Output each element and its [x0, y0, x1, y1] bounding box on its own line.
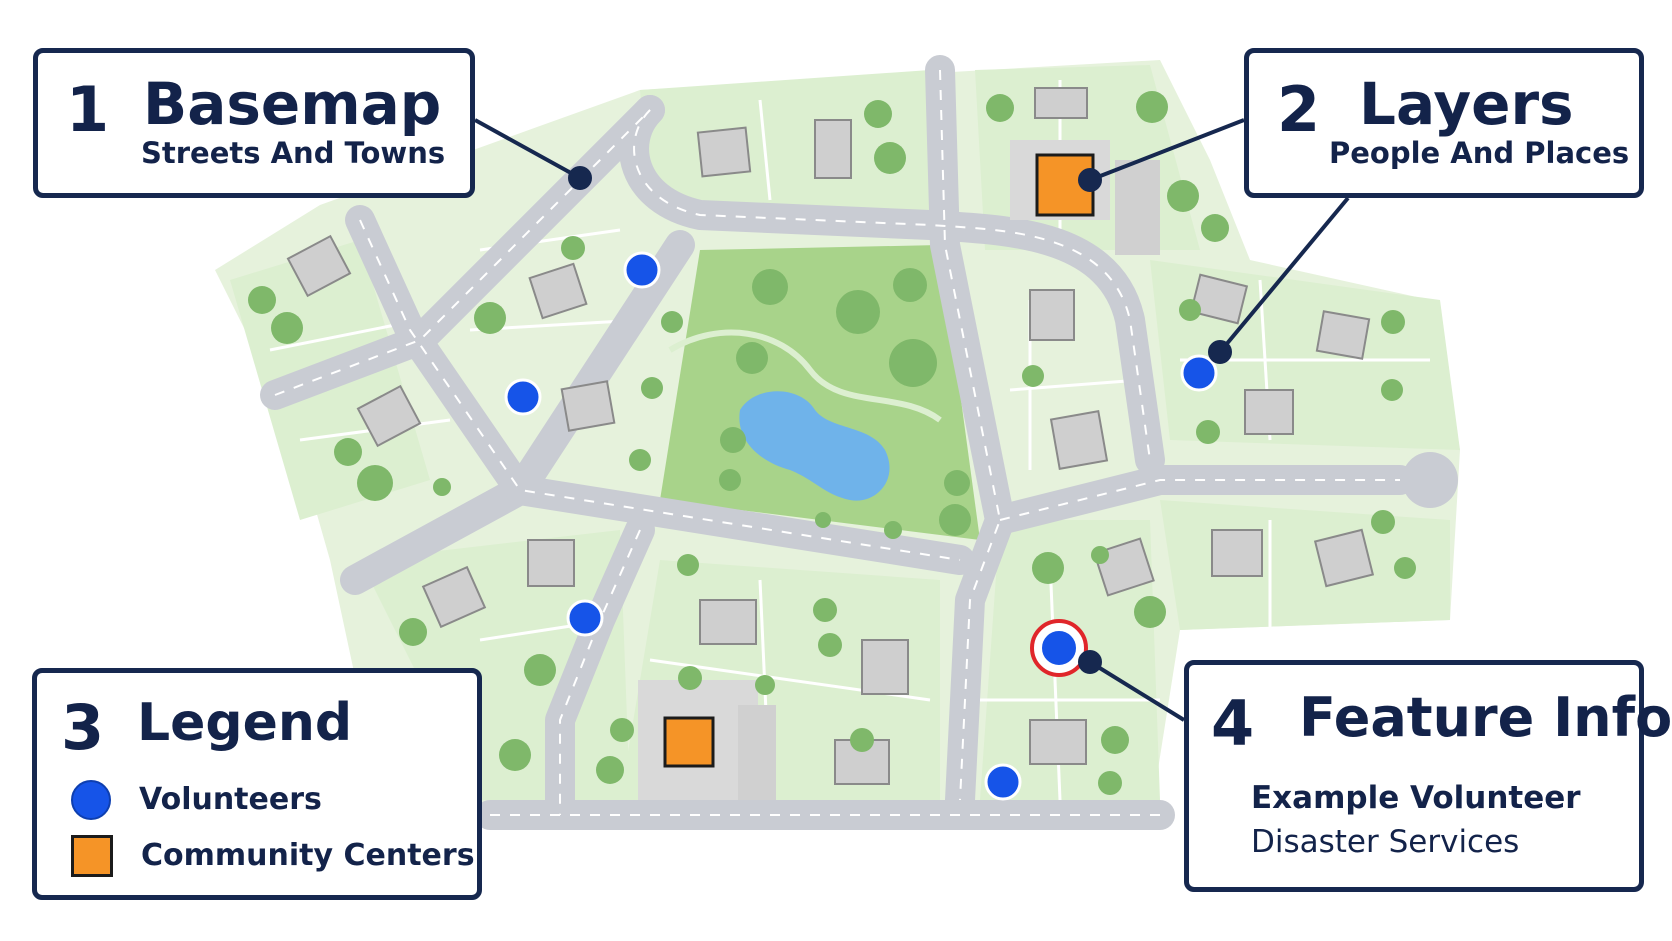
trees — [248, 91, 1416, 795]
layers-subtitle: People And Places — [1329, 136, 1630, 170]
road-centerlines — [274, 69, 1400, 816]
legend-callout: 3 Legend Volunteers Community Centers — [32, 668, 482, 900]
basemap-title: Basemap — [143, 70, 442, 138]
community-center-point[interactable] — [663, 716, 715, 768]
volunteer-points — [504, 251, 1218, 801]
houses — [286, 87, 1375, 785]
feature-info-title: Feature Info — [1299, 686, 1672, 749]
volunteer-point[interactable] — [984, 763, 1022, 801]
legend-title: Legend — [137, 693, 353, 753]
park-path — [668, 329, 942, 423]
parking-lot — [738, 705, 776, 800]
legend-number: 3 — [61, 691, 105, 764]
selected-volunteer-point[interactable] — [1040, 629, 1078, 667]
volunteer-point[interactable] — [566, 599, 604, 637]
leader-lines — [474, 118, 1350, 722]
volunteer-point[interactable] — [504, 378, 542, 416]
volunteer-point[interactable] — [623, 251, 661, 289]
cul-de-sac — [1402, 452, 1458, 508]
feature-name: Example Volunteer — [1251, 780, 1581, 816]
feature-info-number: 4 — [1211, 687, 1255, 760]
legend-item-volunteers: Volunteers — [71, 775, 322, 825]
pond — [739, 391, 890, 501]
feature-info-callout: 4 Feature Info Example Volunteer Disaste… — [1184, 660, 1672, 892]
basemap-subtitle: Streets And Towns — [141, 136, 446, 170]
layers-callout: 2 Layers People And Places — [1244, 48, 1644, 198]
legend-label: Community Centers — [141, 838, 475, 873]
feature-detail: Disaster Services — [1251, 824, 1520, 860]
orange-square-icon — [71, 835, 113, 877]
basemap-number: 1 — [66, 73, 110, 146]
blue-circle-icon — [71, 780, 111, 820]
basemap-callout: 1 Basemap Streets And Towns — [33, 48, 475, 198]
layers-number: 2 — [1277, 73, 1321, 146]
volunteer-point[interactable] — [1180, 354, 1218, 392]
layers-title: Layers — [1359, 70, 1574, 138]
legend-item-community-centers: Community Centers — [71, 831, 475, 881]
park — [660, 245, 980, 540]
parking-lot — [1115, 160, 1160, 255]
legend-label: Volunteers — [139, 782, 322, 817]
